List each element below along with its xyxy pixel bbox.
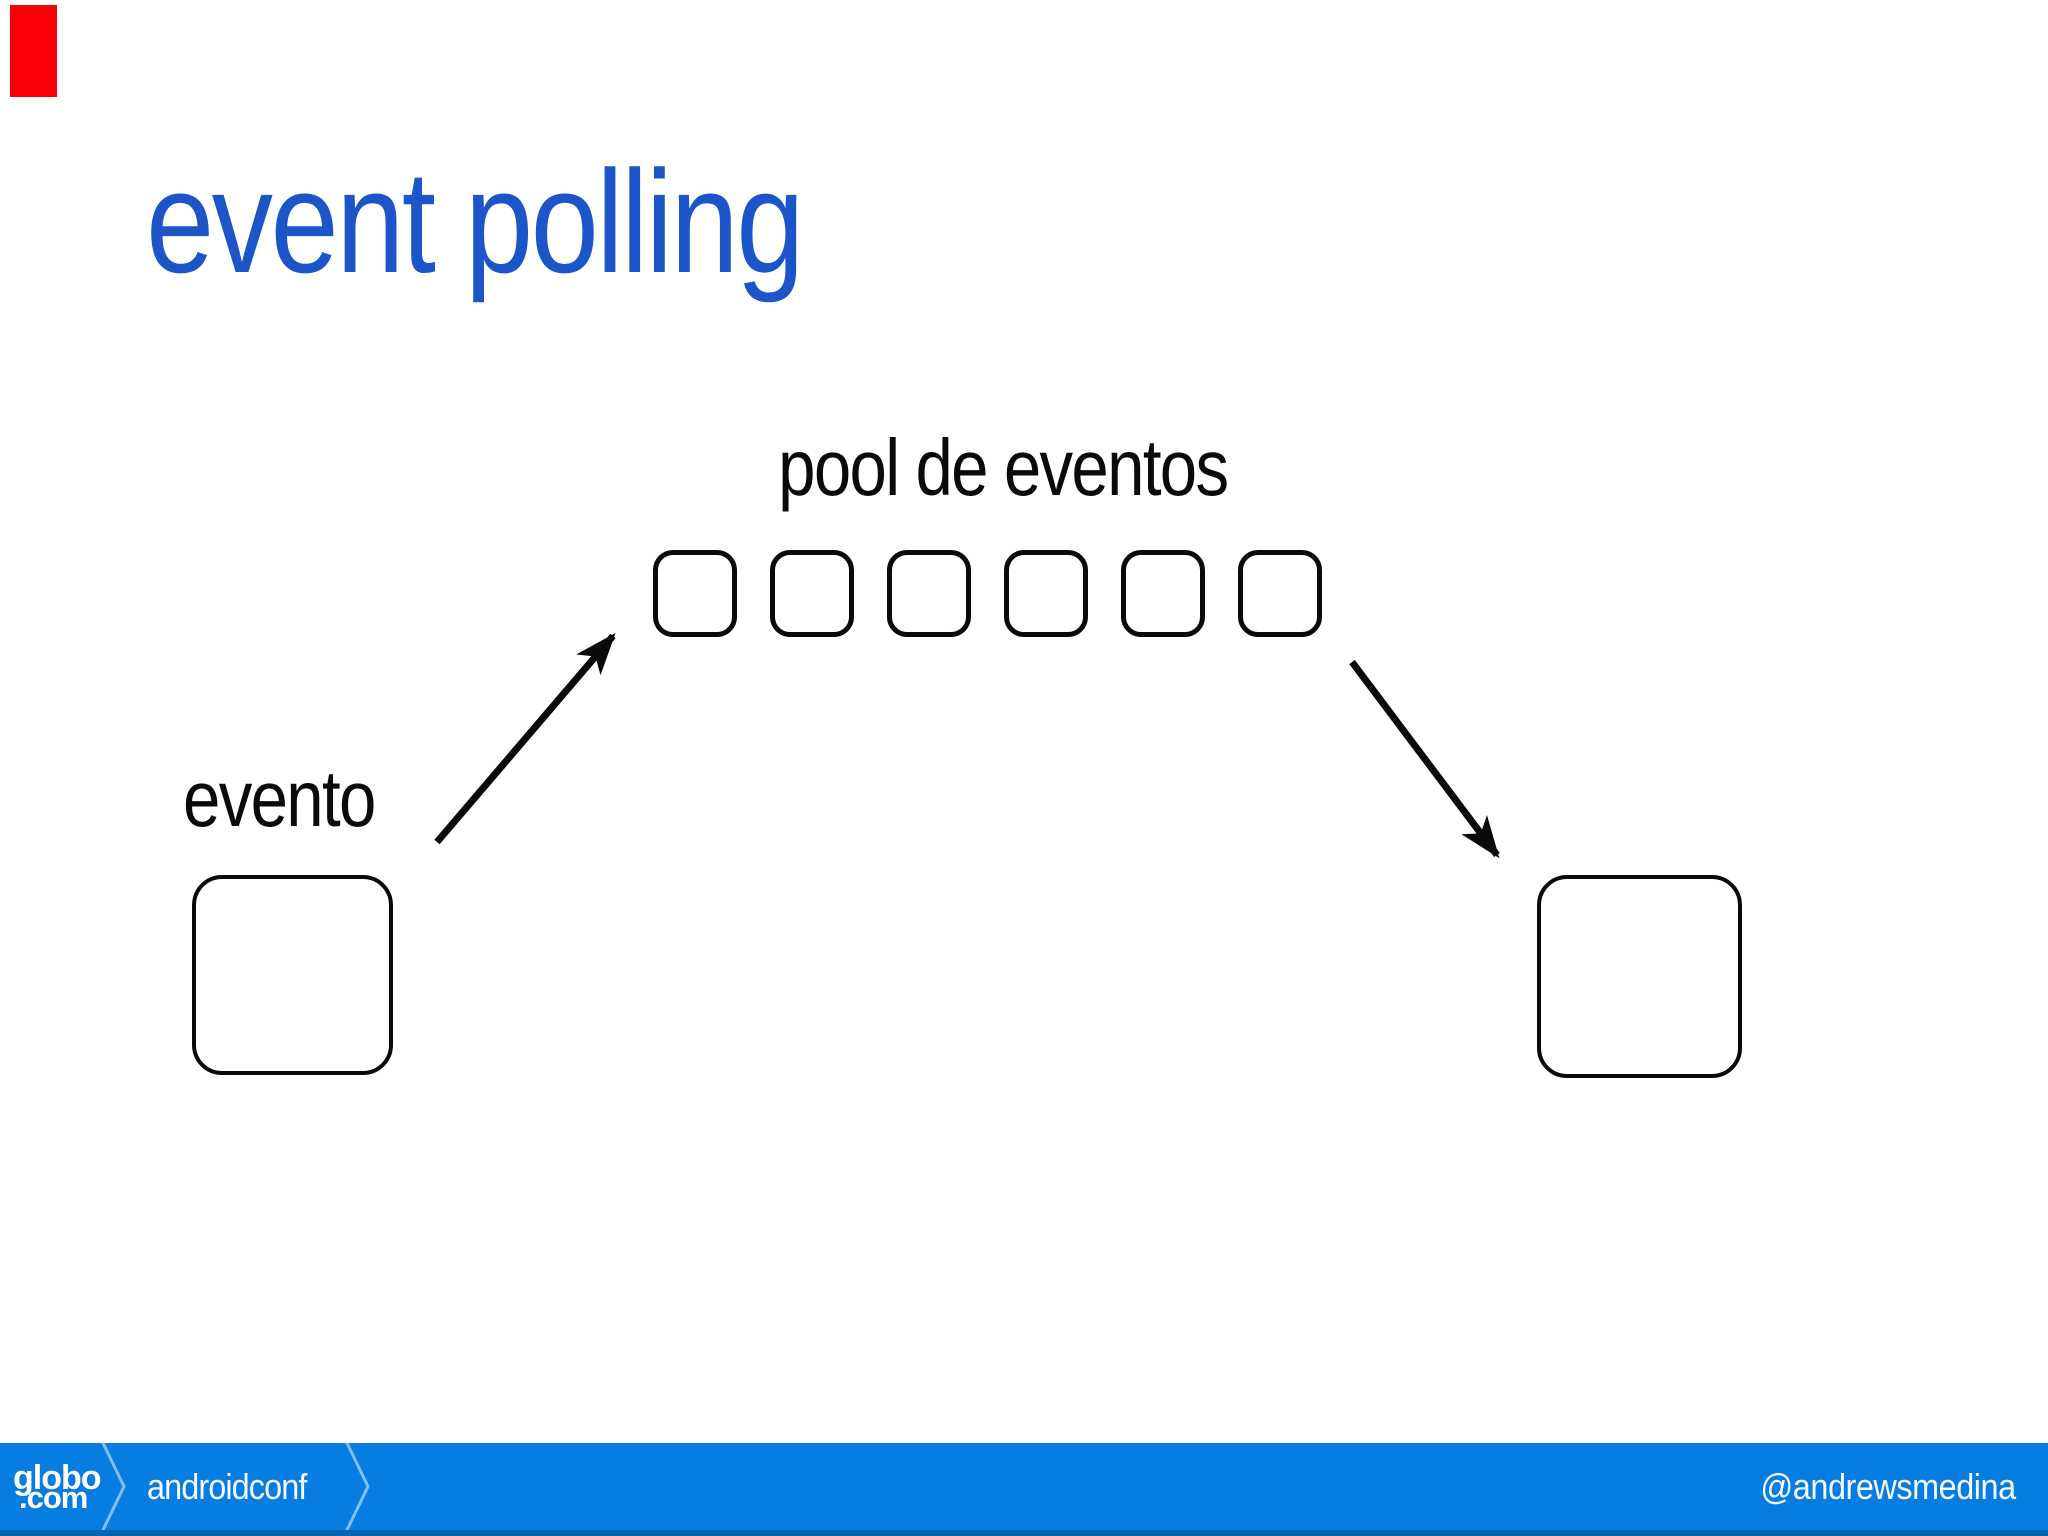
chevron-separator-icon — [345, 1443, 370, 1530]
red-marker — [10, 5, 57, 97]
pool-slot — [1121, 550, 1205, 637]
result-box — [1537, 875, 1742, 1078]
globo-logo: globo .com — [13, 1443, 102, 1530]
pool-slot — [770, 550, 854, 637]
event-pool — [653, 550, 1322, 637]
footer-bar: globo .com androidconf @andrewsmedina — [0, 1443, 2048, 1536]
pool-slot — [1004, 550, 1088, 637]
globo-logo-line1: globo — [13, 1458, 102, 1497]
pool-slot — [1238, 550, 1322, 637]
arrow-down-icon — [1349, 659, 1500, 859]
arrow-up-icon — [434, 632, 616, 845]
conference-name: androidconf — [147, 1465, 307, 1507]
chevron-separator-icon — [101, 1443, 126, 1530]
event-box — [192, 875, 393, 1075]
pool-label: pool de eventos — [778, 423, 1229, 512]
evento-label: evento — [183, 754, 376, 843]
twitter-handle: @andrewsmedina — [1760, 1465, 2017, 1507]
pool-slot — [887, 550, 971, 637]
pool-slot — [653, 550, 737, 637]
page-title: event polling — [146, 140, 804, 303]
globo-logo-line2: .com — [19, 1479, 88, 1515]
